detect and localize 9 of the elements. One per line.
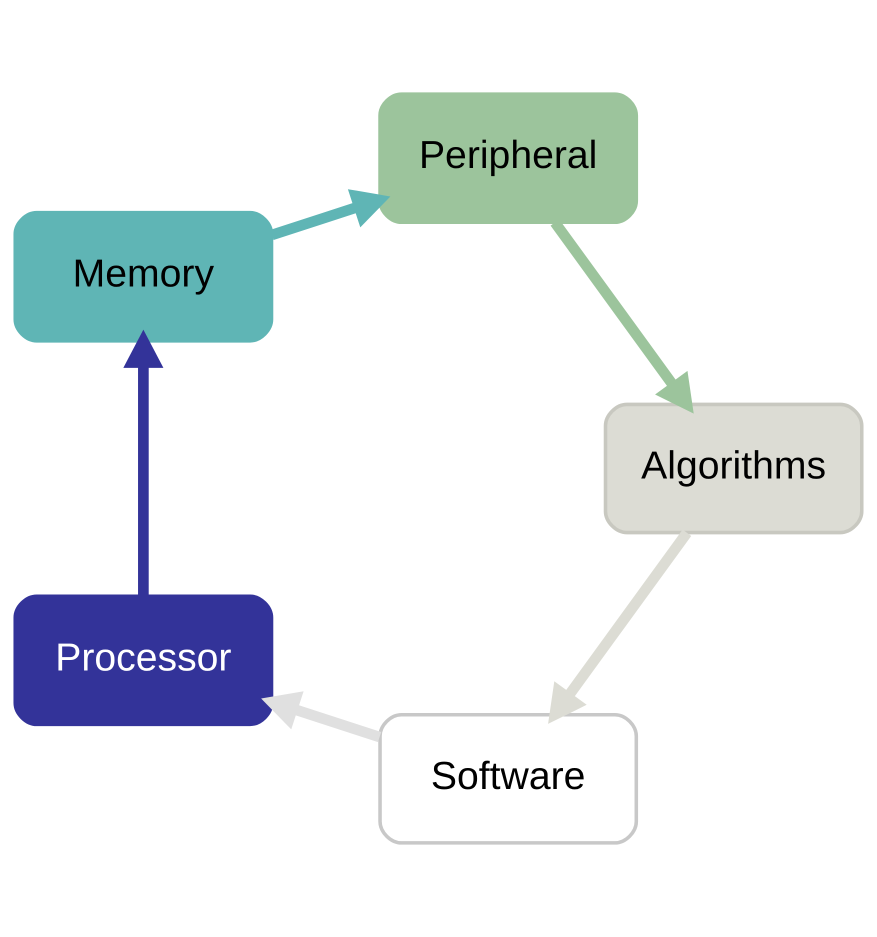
arrow — [261, 691, 382, 742]
node-box: Peripheral — [378, 92, 638, 224]
node-box: Memory — [13, 210, 274, 343]
arrow — [270, 189, 390, 240]
arrow — [123, 330, 164, 596]
node-box: Algorithms — [604, 402, 864, 534]
node-box: Software — [378, 712, 638, 845]
arrow — [548, 530, 692, 724]
node-box: Processor — [13, 594, 274, 726]
